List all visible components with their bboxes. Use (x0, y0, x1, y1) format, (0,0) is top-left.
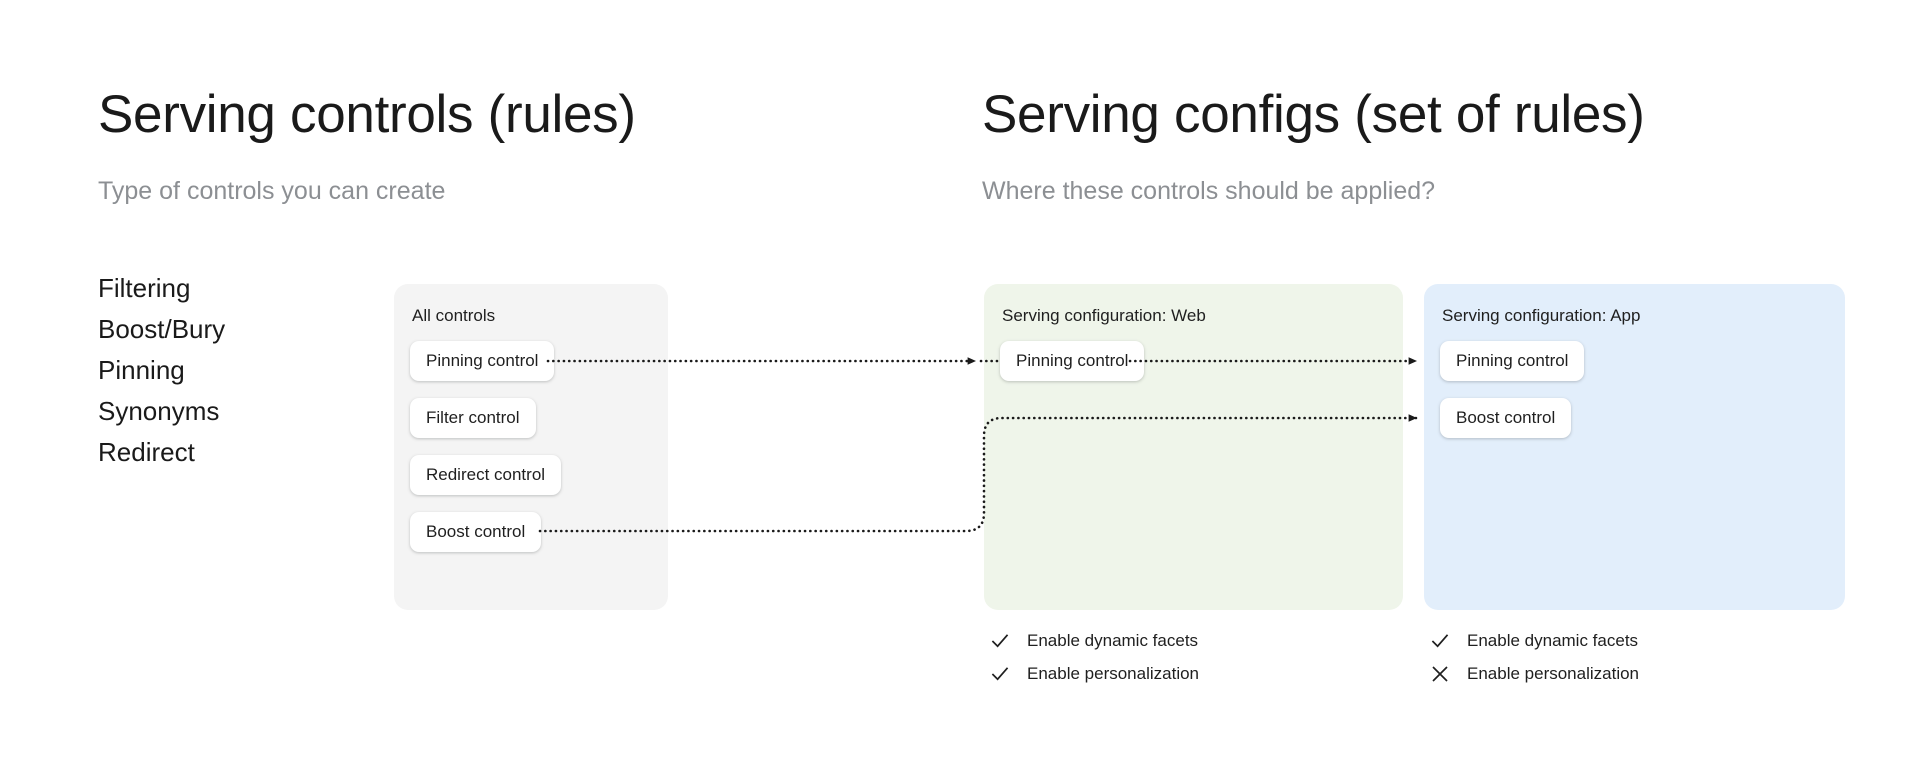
left-section-subtitle: Type of controls you can create (98, 177, 446, 205)
chip-pinning-control-all[interactable]: Pinning control (410, 341, 555, 381)
right-section-title: Serving configs (set of rules) (982, 85, 1645, 144)
feature-label-dynamic-facets-app: Enable dynamic facets (1467, 630, 1639, 650)
serving-config-web-title: Serving configuration: Web (1002, 306, 1206, 325)
feature-row-dynamic-facets-web: Enable dynamic facets (988, 624, 1408, 657)
all-controls-card: All controls Pinning control Filter cont… (394, 284, 668, 610)
check-icon (988, 662, 1012, 686)
control-type-synonyms: Synonyms (98, 396, 220, 426)
chip-pinning-control-app[interactable]: Pinning control (1440, 341, 1585, 381)
chip-redirect-control-all[interactable]: Redirect control (410, 455, 562, 495)
right-section-subtitle: Where these controls should be applied? (982, 177, 1436, 205)
serving-config-app-title: Serving configuration: App (1442, 306, 1641, 325)
cross-icon (1428, 662, 1452, 686)
serving-config-web-features: Enable dynamic facets Enable personaliza… (988, 624, 1408, 690)
chip-boost-control-all[interactable]: Boost control (410, 512, 542, 552)
serving-config-app-features: Enable dynamic facets Enable personaliza… (1428, 624, 1848, 690)
feature-row-personalization-app: Enable personalization (1428, 657, 1848, 690)
check-icon (988, 629, 1012, 653)
feature-row-personalization-web: Enable personalization (988, 657, 1408, 690)
control-type-list: Filtering Boost/Bury Pinning Synonyms Re… (98, 268, 358, 473)
control-type-redirect: Redirect (98, 437, 195, 467)
chip-filter-control-all[interactable]: Filter control (410, 398, 536, 438)
chip-pinning-control-web[interactable]: Pinning control (1000, 341, 1145, 381)
chip-boost-control-app[interactable]: Boost control (1440, 398, 1572, 438)
all-controls-card-title: All controls (412, 306, 496, 325)
control-type-boost-bury: Boost/Bury (98, 314, 226, 344)
feature-label-personalization-web: Enable personalization (1027, 663, 1200, 683)
check-icon (1428, 629, 1452, 653)
control-type-filtering: Filtering (98, 273, 191, 303)
feature-label-dynamic-facets-web: Enable dynamic facets (1027, 630, 1199, 650)
control-type-pinning: Pinning (98, 355, 185, 385)
feature-row-dynamic-facets-app: Enable dynamic facets (1428, 624, 1848, 657)
serving-config-web-card: Serving configuration: Web Pinning contr… (984, 284, 1403, 610)
feature-label-personalization-app: Enable personalization (1467, 663, 1640, 683)
serving-config-app-card: Serving configuration: App Pinning contr… (1424, 284, 1845, 610)
left-section-title: Serving controls (rules) (98, 85, 636, 144)
